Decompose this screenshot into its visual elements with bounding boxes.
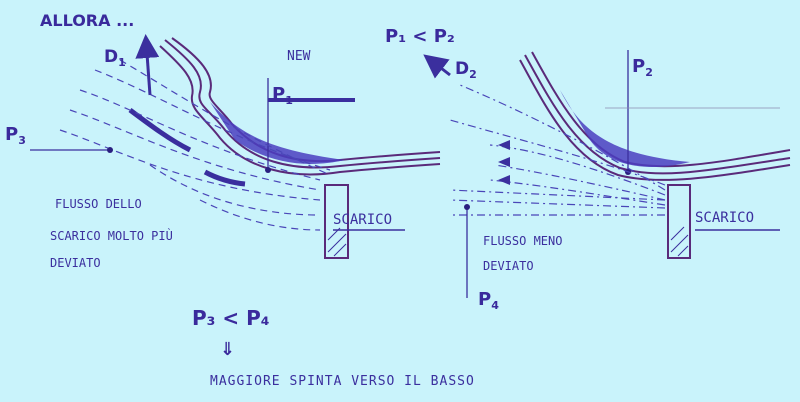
left-flow-text-2: SCARICO MOLTO PIÙ <box>50 228 173 243</box>
left-flow-text-3: DEVIATO <box>50 256 101 270</box>
left-surface <box>128 37 441 187</box>
conclusion-text: MAGGIORE SPINTA VERSO IL BASSO <box>210 374 475 389</box>
p3-p4-comparison: P₃ < P₄ <box>192 306 270 330</box>
title: ALLORA ... <box>40 11 134 30</box>
left-flow-streak <box>203 169 246 187</box>
new-flap <box>210 102 345 164</box>
right-flow-text-1: FLUSSO MENO <box>483 234 562 248</box>
d2-label: D2 <box>455 59 477 81</box>
p4-label: P4 <box>478 289 499 312</box>
right-less-deflected-flow <box>449 84 666 216</box>
d1-arrow <box>135 34 160 96</box>
right-exhaust-wall <box>667 184 691 259</box>
implies-arrow: ⇓ <box>220 339 235 360</box>
left-flow-streak <box>128 107 192 153</box>
right-exhaust-label: SCARICO <box>695 210 754 226</box>
left-flow-text-1: FLUSSO DELLO <box>55 197 142 211</box>
right-flow-text-2: DEVIATO <box>483 259 534 273</box>
left-exhaust-label: SCARICO <box>333 212 392 228</box>
left-deflected-flow <box>59 59 331 231</box>
p2-label: P2 <box>632 56 653 79</box>
d2-arrow <box>423 54 451 79</box>
p1-p2-comparison: P₁ < P₂ <box>385 26 455 47</box>
right-surface <box>519 50 791 181</box>
new-label: NEW <box>287 49 311 64</box>
p3-label: P3 <box>5 124 26 147</box>
d1-label: D1 <box>104 47 126 69</box>
p1-label: P1 <box>272 84 293 107</box>
